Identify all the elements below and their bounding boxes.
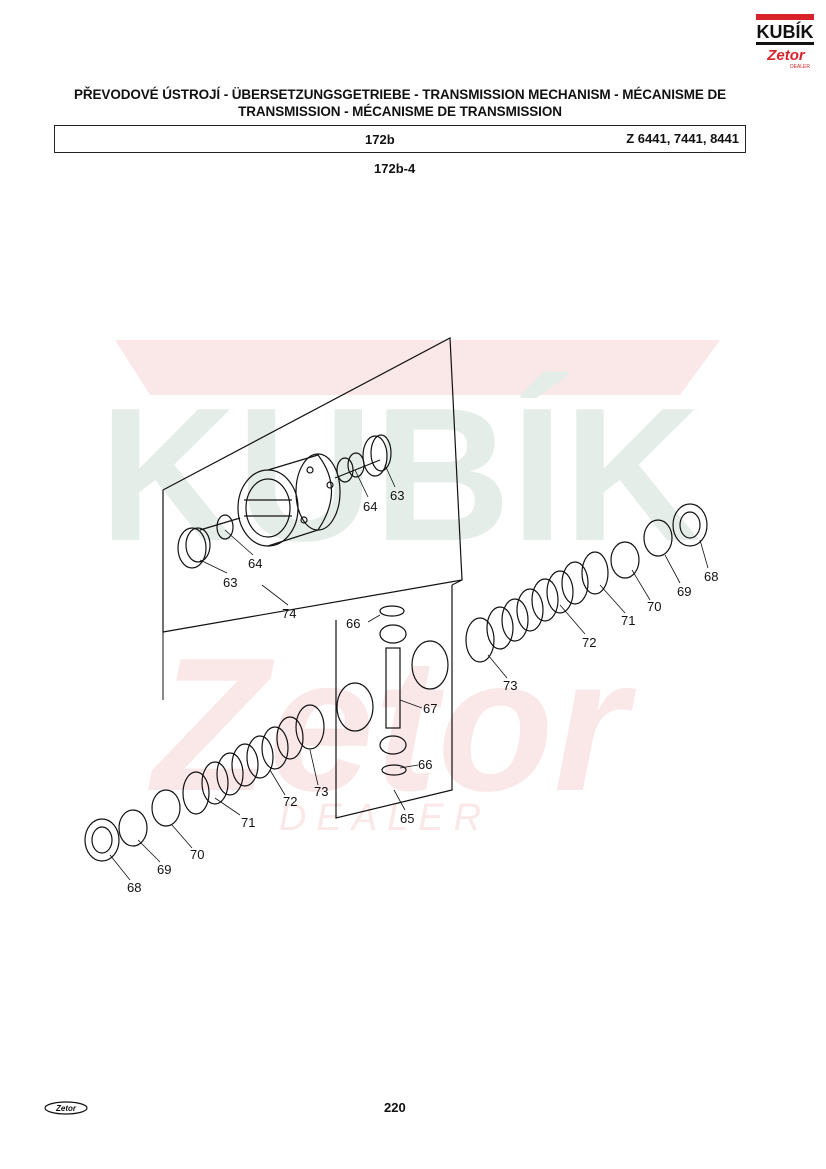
page-title: PŘEVODOVÉ ÚSTROJÍ - ÜBERSETZUNGSGETRIEBE… bbox=[40, 86, 760, 120]
callout-69-left: 69 bbox=[157, 862, 171, 877]
callout-66-top: 66 bbox=[346, 616, 360, 631]
watermark-brand: KUBÍK bbox=[99, 369, 701, 581]
callout-74: 74 bbox=[282, 606, 296, 621]
title-line-1: PŘEVODOVÉ ÚSTROJÍ - ÜBERSETZUNGSGETRIEBE… bbox=[73, 87, 727, 102]
figure-code: 172b-4 bbox=[374, 161, 416, 176]
callout-73-right: 73 bbox=[503, 678, 517, 693]
callout-67: 67 bbox=[423, 701, 437, 716]
callout-66-bottom: 66 bbox=[418, 757, 432, 772]
logo-dealer: DEALER bbox=[790, 64, 810, 70]
callout-71-right: 71 bbox=[621, 613, 635, 628]
callout-65: 65 bbox=[400, 811, 414, 826]
callout-70-left: 70 bbox=[190, 847, 204, 862]
callouts: 63 64 64 63 74 66 67 66 65 68 69 70 71 7… bbox=[127, 488, 718, 895]
callout-63-top: 63 bbox=[390, 488, 404, 503]
callout-64-top: 64 bbox=[363, 499, 377, 514]
header-box: 172b Z 6441, 7441, 8441 bbox=[54, 125, 746, 153]
watermark-dealer: DEALER bbox=[279, 797, 491, 839]
shaft-left bbox=[177, 514, 241, 569]
callout-68-left: 68 bbox=[127, 880, 141, 895]
callout-64-left: 64 bbox=[248, 556, 262, 571]
frame-65 bbox=[335, 585, 453, 819]
watermark: KUBÍK Zetor DEALER bbox=[99, 340, 720, 839]
callout-63-left: 63 bbox=[223, 575, 237, 590]
title-line-2: TRANSMISSION - MÉCANISME DE TRANSMISSION bbox=[238, 104, 562, 119]
callout-73-left: 73 bbox=[314, 784, 328, 799]
clutch-pack-right bbox=[465, 503, 708, 663]
callout-68-right: 68 bbox=[704, 569, 718, 584]
differential-gears bbox=[336, 605, 449, 776]
shaft-right bbox=[334, 434, 392, 483]
watermark-sub: Zetor bbox=[148, 619, 637, 831]
model-list: Z 6441, 7441, 8441 bbox=[626, 131, 739, 146]
group-code: 172b bbox=[365, 132, 395, 147]
footer-logo-text: Zetor bbox=[55, 1104, 77, 1113]
leader-lines bbox=[109, 464, 709, 881]
differential-housing bbox=[237, 453, 341, 547]
callout-72-left: 72 bbox=[283, 794, 297, 809]
footer-zetor-logo: Zetor bbox=[44, 1101, 88, 1115]
callout-69-right: 69 bbox=[677, 584, 691, 599]
clutch-pack-left bbox=[84, 704, 325, 862]
logo-brand: KUBÍK bbox=[757, 21, 814, 42]
logo-sub: Zetor bbox=[766, 47, 806, 64]
kubik-logo: KUBÍK Zetor DEALER bbox=[756, 14, 814, 74]
callout-71-left: 71 bbox=[241, 815, 255, 830]
page-number: 220 bbox=[384, 1100, 406, 1115]
callout-70-right: 70 bbox=[647, 599, 661, 614]
callout-72-right: 72 bbox=[582, 635, 596, 650]
